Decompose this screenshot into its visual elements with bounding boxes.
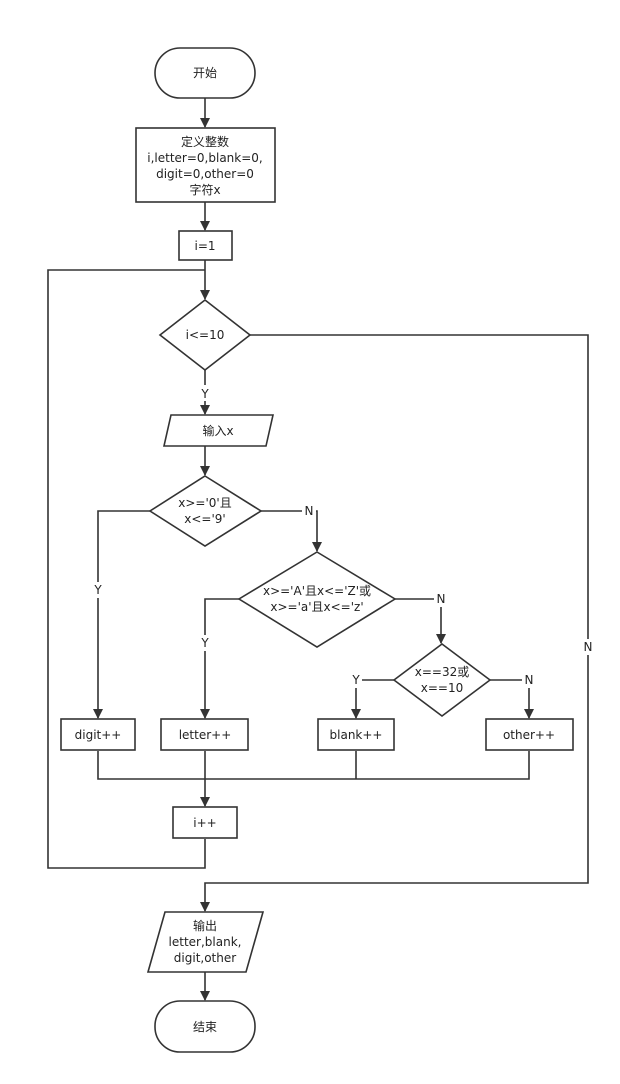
node-assign-i: i=1 [178, 230, 233, 261]
blank-yes-label: Y [351, 673, 360, 687]
assign-i-process [178, 230, 233, 261]
node-blank-cond: x==32或 x==10 [392, 643, 492, 717]
output-line-3: digit,other [174, 951, 236, 965]
edge-digit-yes [93, 510, 150, 719]
blank-inc-label: blank++ [330, 728, 383, 742]
digit-cond-line-2: x<='9' [184, 512, 225, 526]
init-line-2: i,letter=0,blank=0, [147, 151, 262, 165]
init-line-3: digit=0,other=0 [156, 167, 254, 181]
end-label: 结束 [193, 1020, 217, 1034]
init-title: 定义整数 [181, 134, 229, 149]
letter-cond-line-2: x>='a'且x<='z' [270, 600, 363, 614]
init-line-4: 字符x [189, 182, 220, 197]
node-i-inc: i++ [172, 806, 238, 839]
assign-i-label: i=1 [194, 239, 215, 253]
start-label: 开始 [193, 66, 217, 80]
node-letter-inc: letter++ [160, 718, 249, 751]
letter-inc-process [160, 718, 249, 751]
letter-no-label: N [437, 592, 446, 606]
i-inc-process [172, 806, 238, 839]
output-line-2: letter,blank, [169, 935, 242, 949]
node-blank-inc: blank++ [317, 718, 395, 751]
blank-cond-line-2: x==10 [421, 681, 463, 695]
blank-inc-process [317, 718, 395, 751]
letter-yes-label: Y [200, 636, 209, 650]
node-digit-inc: digit++ [60, 718, 136, 751]
letter-cond-line-1: x>='A'且x<='Z'或 [263, 584, 371, 598]
blank-no-label: N [525, 673, 534, 687]
i-inc-label: i++ [193, 816, 216, 830]
digit-yes-label: Y [93, 583, 102, 597]
loop-cond-decision [158, 298, 252, 372]
edge-merge-bus [97, 751, 530, 780]
edge-loop-back [47, 269, 206, 869]
node-loop-cond: i<=10 [158, 298, 252, 372]
init-process [135, 127, 276, 203]
input-x-io [162, 414, 275, 447]
node-letter-cond: x>='A'且x<='Z'或 x>='a'且x<='z' [237, 551, 397, 648]
node-input-x: 输入x [162, 414, 275, 447]
node-other-inc: other++ [485, 718, 574, 751]
digit-cond-decision [148, 475, 263, 547]
edge-loop-no [200, 334, 589, 912]
connectors [47, 98, 589, 1001]
output-line-1: 输出 [193, 918, 217, 933]
loop-yes-label: Y [200, 387, 209, 401]
end-terminal [154, 1000, 256, 1053]
edge-digit-no [261, 510, 322, 552]
node-init: 定义整数 i,letter=0,blank=0, digit=0,other=0… [135, 127, 276, 203]
output-io [146, 911, 265, 973]
edge-letter-yes [200, 598, 239, 719]
blank-cond-decision [392, 643, 492, 717]
digit-inc-process [60, 718, 136, 751]
node-output: 输出 letter,blank, digit,other [146, 911, 265, 973]
edge-labels: Y N Y N Y N Y N [92, 385, 595, 688]
digit-no-label: N [305, 504, 314, 518]
loop-cond-label: i<=10 [186, 328, 225, 342]
blank-cond-line-1: x==32或 [415, 665, 469, 679]
node-end: 结束 [154, 1000, 256, 1053]
digit-cond-line-1: x>='0'且 [178, 496, 231, 510]
letter-inc-label: letter++ [179, 728, 232, 742]
letter-cond-decision [237, 551, 397, 648]
start-terminal [154, 47, 256, 99]
other-inc-label: other++ [503, 728, 555, 742]
other-inc-process [485, 718, 574, 751]
loop-no-label: N [584, 640, 593, 654]
input-x-label: 输入x [202, 423, 233, 438]
node-start: 开始 [154, 47, 256, 99]
node-digit-cond: x>='0'且 x<='9' [148, 475, 263, 547]
digit-inc-label: digit++ [75, 728, 122, 742]
